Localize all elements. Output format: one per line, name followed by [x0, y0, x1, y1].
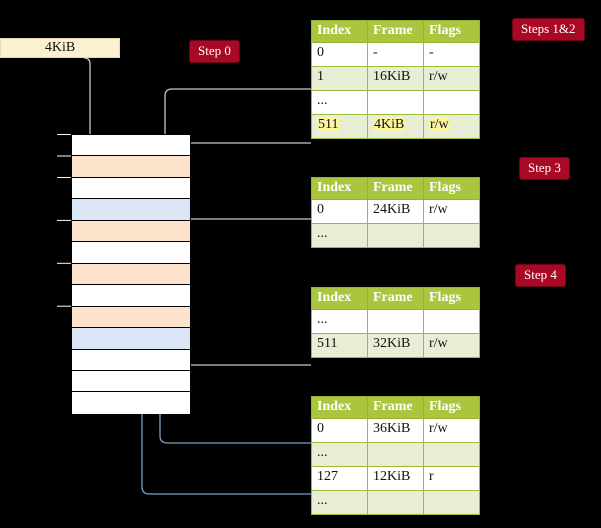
cell-flags-highlight: r/w [429, 117, 450, 132]
cell-flags: r/w [423, 114, 480, 139]
cell-flags [423, 490, 480, 515]
memory-row [72, 135, 190, 157]
memory-row [72, 177, 190, 200]
column-header-frame: Frame [367, 177, 424, 200]
badge-steps-1-2: Steps 1&2 [513, 19, 584, 40]
memory-row [72, 199, 190, 221]
cell-index: ... [311, 490, 368, 515]
memory-row [72, 263, 190, 286]
column-header-index: Index [311, 177, 368, 200]
cell-index: 511 [311, 333, 368, 358]
cell-frame: 32KiB [367, 333, 424, 358]
cell-index: 0 [311, 418, 368, 443]
memory-row [72, 242, 190, 264]
cell-flags: r [423, 466, 480, 491]
cell-index: 0 [311, 42, 368, 67]
column-header-flags: Flags [423, 177, 480, 200]
cell-frame: 4KiB [367, 114, 424, 139]
cell-flags: - [423, 42, 480, 67]
cell-frame [367, 490, 424, 515]
column-header-flags: Flags [423, 287, 480, 310]
source-box-label: 4KiB [44, 40, 76, 55]
cell-flags: r/w [423, 333, 480, 358]
page-table-step-4: Index Frame Flags ... 511 32KiB r/w [311, 287, 480, 358]
column-header-frame: Frame [367, 20, 424, 43]
badge-step-3: Step 3 [520, 158, 569, 179]
table-row: 127 12KiB r [311, 466, 480, 491]
cell-index-highlight: 511 [317, 117, 340, 132]
cell-flags [423, 309, 480, 334]
memory-row [72, 370, 190, 393]
table-row: ... [311, 223, 480, 248]
table-row: 0 - - [311, 42, 480, 67]
cell-flags [423, 90, 480, 115]
cell-frame [367, 90, 424, 115]
cell-flags: r/w [423, 66, 480, 91]
column-header-flags: Flags [423, 20, 480, 43]
cell-flags: r/w [423, 418, 480, 443]
cell-index: ... [311, 309, 368, 334]
table-row: 0 36KiB r/w [311, 418, 480, 443]
source-box-4kib: 4KiB [0, 38, 120, 58]
table-header-row: Index Frame Flags [311, 177, 480, 200]
table-row: 0 24KiB r/w [311, 199, 480, 224]
cell-index: 127 [311, 466, 368, 491]
table-header-row: Index Frame Flags [311, 396, 480, 419]
memory-row [72, 156, 190, 178]
table-row: ... [311, 309, 480, 334]
table-row: 1 16KiB r/w [311, 66, 480, 91]
cell-frame [367, 442, 424, 467]
cell-index: ... [311, 90, 368, 115]
column-header-frame: Frame [367, 396, 424, 419]
memory-row [72, 349, 190, 371]
page-table-step-4-leaf: Index Frame Flags 0 36KiB r/w ... 127 12… [311, 396, 480, 515]
cell-flags [423, 223, 480, 248]
wire-step4-32kib [172, 305, 311, 366]
wire-steps12-511-to-mem [177, 142, 311, 254]
column-header-index: Index [311, 396, 368, 419]
column-header-flags: Flags [423, 396, 480, 419]
memory-row [72, 220, 190, 243]
cell-frame-highlight: 4KiB [373, 117, 406, 132]
cell-index: 1 [311, 66, 368, 91]
page-table-step-3: Index Frame Flags 0 24KiB r/w ... [311, 177, 480, 248]
column-header-index: Index [311, 287, 368, 310]
cell-frame [367, 309, 424, 334]
cell-index: ... [311, 223, 368, 248]
cell-frame: - [367, 42, 424, 67]
memory-row [72, 328, 190, 350]
badge-step-4: Step 4 [516, 265, 565, 286]
table-header-row: Index Frame Flags [311, 287, 480, 310]
memory-row [72, 285, 190, 307]
cell-frame: 16KiB [367, 66, 424, 91]
cell-frame: 12KiB [367, 466, 424, 491]
cell-flags: r/w [423, 199, 480, 224]
table-row: 511 32KiB r/w [311, 333, 480, 358]
page-table-steps-1-2: Index Frame Flags 0 - - 1 16KiB r/w ... [311, 20, 480, 139]
column-header-index: Index [311, 20, 368, 43]
cell-frame [367, 223, 424, 248]
table-row: ... [311, 90, 480, 115]
badge-step-0: Step 0 [190, 41, 239, 62]
physical-memory-column [71, 134, 191, 414]
table-row: ... [311, 442, 480, 467]
memory-row [72, 306, 190, 329]
memory-ticks [57, 134, 71, 307]
table-row: 511 4KiB r/w [311, 114, 480, 139]
cell-index: ... [311, 442, 368, 467]
cell-flags [423, 442, 480, 467]
cell-index: 0 [311, 199, 368, 224]
cell-frame: 36KiB [367, 418, 424, 443]
memory-row [72, 392, 190, 414]
table-header-row: Index Frame Flags [311, 20, 480, 43]
cell-index: 511 [311, 114, 368, 139]
table-row: ... [311, 490, 480, 515]
column-header-frame: Frame [367, 287, 424, 310]
wire-step3-to-mem [179, 218, 311, 297]
cell-frame: 24KiB [367, 199, 424, 224]
